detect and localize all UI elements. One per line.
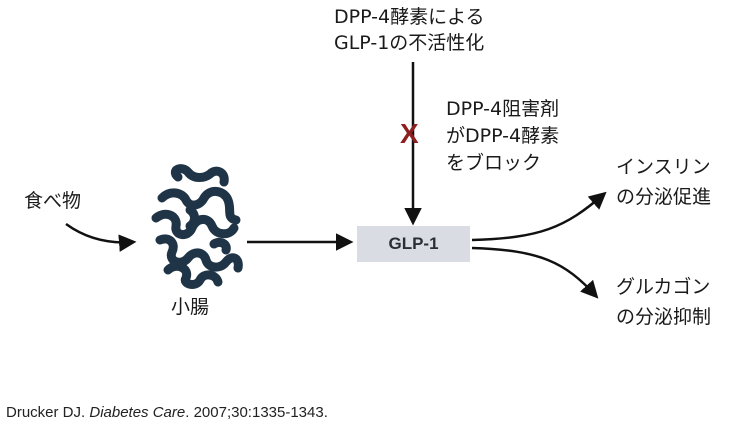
glp1-box: GLP-1 xyxy=(357,226,470,262)
glucagon-label-line: グルカゴン xyxy=(616,276,711,298)
citation-journal: Diabetes Care xyxy=(89,404,186,421)
glucagon-label-line: の分泌抑制 xyxy=(616,306,712,328)
food-arrow xyxy=(65,222,137,252)
inhibitor-label-line: をブロック xyxy=(446,152,542,174)
citation-authors: Drucker DJ. xyxy=(6,404,86,421)
citation-details: . 2007;30:1335-1343. xyxy=(185,404,328,421)
glucagon-arrow xyxy=(471,246,599,299)
citation: Drucker DJ. Diabetes Care. 2007;30:1335-… xyxy=(6,404,328,421)
inhibitor-label-line: DPP-4阻害剤 xyxy=(446,98,560,120)
inactivation-label-line: DPP-4酵素による xyxy=(334,6,485,28)
small-intestine-icon xyxy=(151,164,243,289)
insulin-label: インスリン の分泌促進 xyxy=(616,152,711,212)
food-label: 食べ物 xyxy=(24,190,82,212)
inhibitor-label: DPP-4阻害剤 がDPP-4酵素 をブロック xyxy=(446,96,559,177)
inactivation-label-line: GLP-1の不活性化 xyxy=(334,32,485,54)
glucagon-label: グルカゴン の分泌抑制 xyxy=(616,272,711,332)
inactivation-label: DPP-4酵素による GLP-1の不活性化 xyxy=(334,4,485,56)
insulin-label-line: の分泌促進 xyxy=(616,186,712,208)
block-x-icon: X xyxy=(400,118,419,149)
insulin-arrow xyxy=(471,191,607,242)
intestine-label: 小腸 xyxy=(171,296,210,318)
inhibitor-label-line: がDPP-4酵素 xyxy=(446,125,560,147)
insulin-label-line: インスリン xyxy=(616,156,711,178)
